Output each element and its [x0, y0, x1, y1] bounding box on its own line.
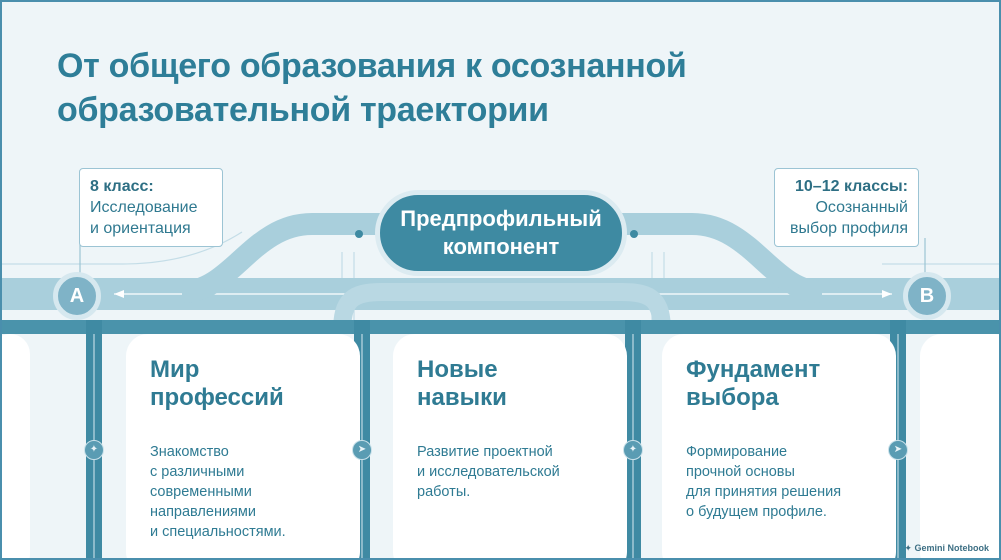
callout-heading: 10–12 классы:: [795, 178, 908, 195]
hub-label-line-2: компонент: [442, 234, 560, 259]
arch-track-right: [602, 213, 823, 303]
edge-panel-left: [2, 334, 30, 558]
arrow-left-icon: [114, 290, 124, 298]
edge-panel-right: [920, 334, 999, 558]
compass-icon: ➤: [888, 440, 908, 460]
callout-heading: 8 класс:: [90, 178, 154, 195]
dark-rail: [2, 320, 999, 334]
branding-badge: ✦ Gemini Notebook: [904, 543, 989, 554]
hub-label-line-1: Предпрофильный: [400, 206, 602, 231]
compass-icon: ➤: [352, 440, 372, 460]
callout-grade-8: 8 класс: Исследование и ориентация: [79, 168, 223, 247]
page-title: От общего образования к осознанной образ…: [57, 44, 687, 132]
callout-line: и ориентация: [90, 220, 191, 237]
title-line-2: образовательной траектории: [57, 91, 549, 129]
station-a: A: [53, 272, 101, 320]
compass-icon: ✦: [623, 440, 643, 460]
branding-label: Gemini Notebook: [914, 543, 989, 553]
compass-icon: ✦: [84, 440, 104, 460]
callout-line: выбор профиля: [790, 220, 908, 237]
callout-grade-10-12: 10–12 классы: Осознанный выбор профиля: [774, 168, 919, 247]
arrow-right-icon: [882, 290, 892, 298]
title-line-1: От общего образования к осознанной: [57, 47, 687, 85]
station-b: B: [903, 272, 951, 320]
callout-line: Исследование: [90, 199, 198, 216]
lower-arch-track: [333, 283, 671, 333]
hub-connector-right: [630, 230, 638, 238]
gemini-star-icon: ✦: [904, 543, 912, 553]
callout-line: Осознанный: [815, 199, 908, 216]
arch-track-left: [181, 213, 402, 303]
hub-preprofile-component: Предпрофильный компонент: [375, 190, 627, 276]
hub-connector-left: [355, 230, 363, 238]
